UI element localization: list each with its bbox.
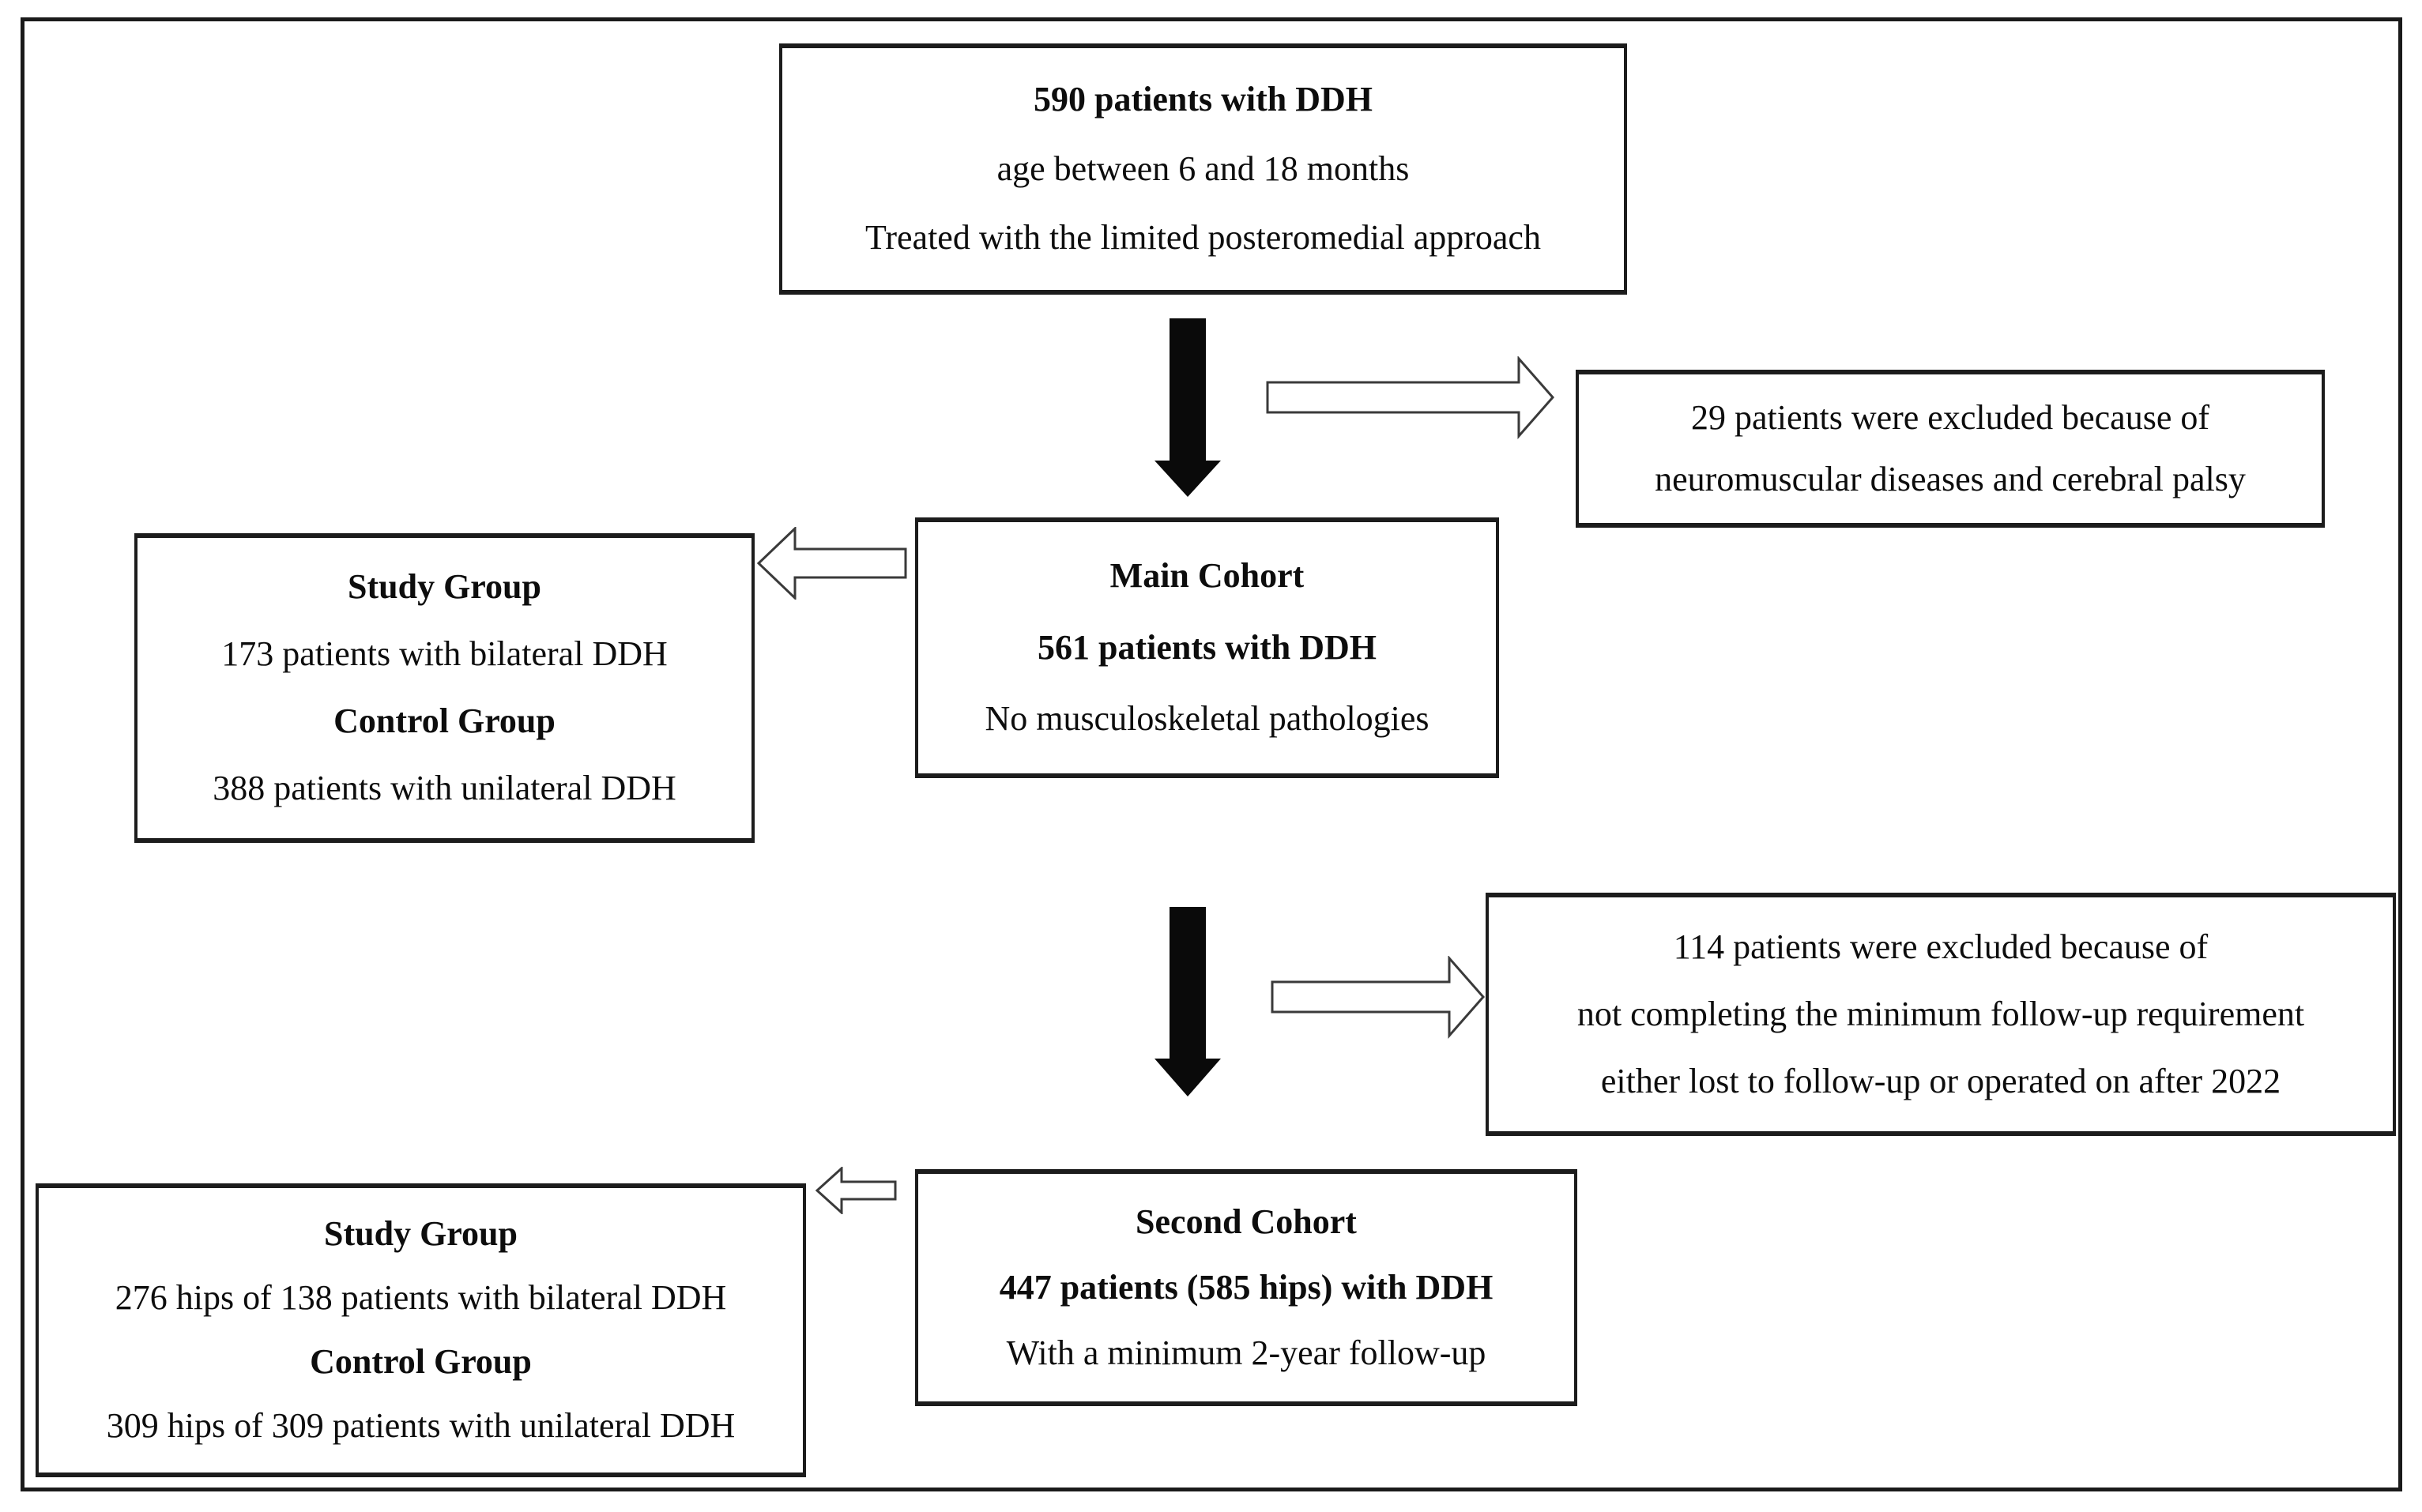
box-line: 590 patients with DDH [1033,80,1373,119]
second-cohort-box: Second Cohort 447 patients (585 hips) wi… [915,1169,1577,1406]
down-arrow-icon [1154,907,1221,1096]
box-line: No musculoskeletal pathologies [985,699,1429,739]
second-groups-box: Study Group 276 hips of 138 patients wit… [36,1183,806,1477]
box-line: age between 6 and 18 months [996,149,1410,188]
right-arrow-icon [1266,356,1554,439]
right-arrow-icon [1271,956,1485,1039]
box-line: 114 patients were excluded because of [1673,927,2209,966]
down-arrow-icon [1154,318,1221,497]
main-cohort-box: Main Cohort 561 patients with DDH No mus… [915,517,1499,778]
main-groups-box: Study Group 173 patients with bilateral … [134,533,755,843]
box-line: 388 patients with unilateral DDH [213,769,676,808]
box-line: Treated with the limited posteromedial a… [865,218,1541,258]
box-line: 447 patients (585 hips) with DDH [999,1267,1494,1307]
box-line: Second Cohort [1136,1202,1357,1241]
box-line: not completing the minimum follow-up req… [1576,994,2305,1033]
box-line: Control Group [310,1342,532,1382]
left-arrow-icon [815,1167,897,1214]
initial-cohort-box: 590 patients with DDH age between 6 and … [779,43,1627,295]
box-line: 309 hips of 309 patients with unilateral… [106,1406,736,1446]
box-line: 276 hips of 138 patients with bilateral … [115,1278,727,1318]
box-line: 29 patients were excluded because of [1690,398,2210,438]
box-line: 561 patients with DDH [1037,627,1377,667]
box-line: Study Group [348,567,541,607]
box-line: 173 patients with bilateral DDH [221,634,668,674]
box-line: Control Group [333,701,556,741]
outer-frame [21,17,2402,1491]
left-arrow-icon [756,527,907,600]
box-line: Main Cohort [1109,556,1305,596]
box-line: neuromuscular diseases and cerebral pals… [1655,459,2246,498]
box-line: With a minimum 2-year follow-up [1006,1333,1486,1372]
excluded-second-box: 114 patients were excluded because of no… [1486,893,2396,1136]
box-line: either lost to follow-up or operated on … [1600,1061,2281,1100]
excluded-first-box: 29 patients were excluded because of neu… [1576,370,2325,528]
box-line: Study Group [324,1214,518,1254]
